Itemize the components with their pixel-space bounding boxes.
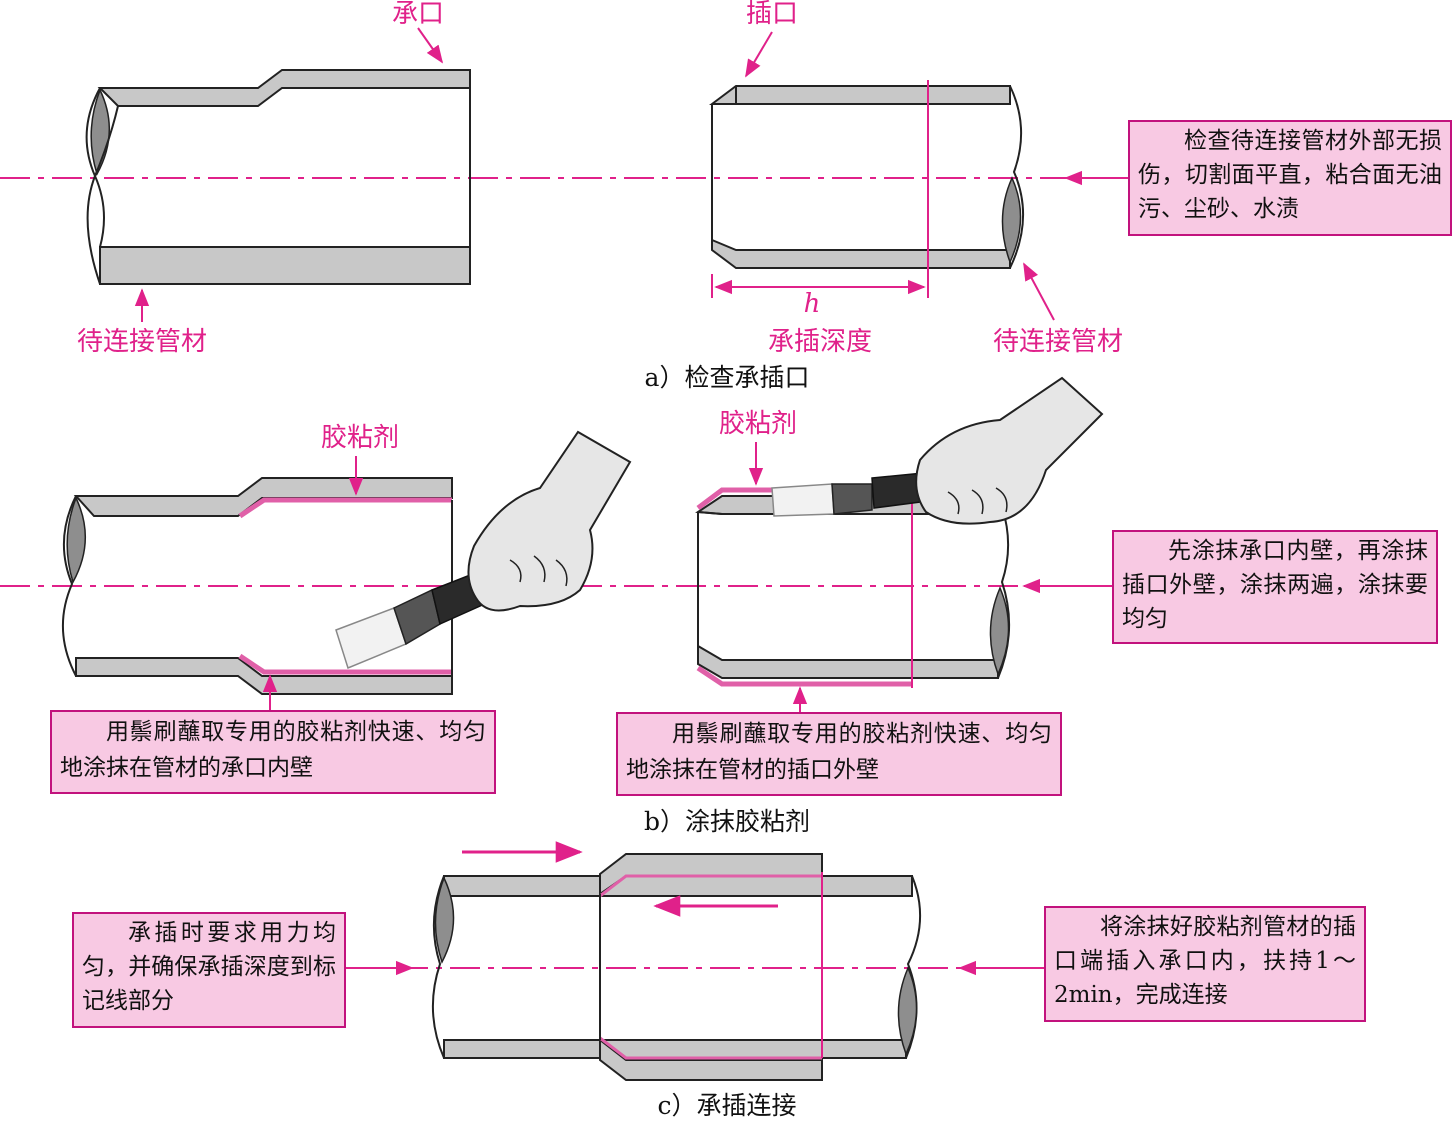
- depth-symbol: h: [804, 289, 821, 319]
- spigot-label: 插口: [746, 0, 798, 29]
- pipe-end-face: [66, 496, 86, 584]
- caption-c: c）承插连接: [657, 1091, 796, 1120]
- brush-hand-left: [335, 430, 632, 670]
- glue-layer: [599, 874, 822, 898]
- spigot-pipe-a: [709, 80, 1025, 298]
- brush-hand-right: [771, 376, 1104, 525]
- depth-label: 承插深度: [768, 327, 872, 357]
- application-order-note-text: 先涂抹承口内壁，再涂抹插口外壁，涂抹两遍，涂抹要均匀: [1122, 538, 1428, 632]
- socket-label: 承口: [392, 0, 444, 29]
- insertion-force-note-text: 承插时要求用力均匀，并确保承插深度到标记线部分: [82, 920, 336, 1014]
- depth-dimension: h 承插深度: [711, 274, 926, 357]
- glue-label-left: 胶粘剂: [321, 423, 399, 453]
- inspection-note-text: 检查待连接管材外部无损伤，切割面平直，粘合面无油污、尘砂、水渍: [1138, 128, 1442, 222]
- glue-layer: [238, 497, 452, 519]
- application-order-note: 先涂抹承口内壁，再涂抹插口外壁，涂抹两遍，涂抹要均匀: [1112, 530, 1438, 644]
- completion-note: 将涂抹好胶粘剂管材的插口端插入承口内，扶持1～2min，完成连接: [1044, 906, 1366, 1022]
- socket-coating-note: 用鬃刷蘸取专用的胶粘剂快速、均匀地涂抹在管材的承口内壁: [50, 710, 496, 794]
- pipe-label-right: 待连接管材: [993, 327, 1123, 357]
- brush-bristles: [771, 483, 835, 517]
- pipe-end-face: [897, 966, 918, 1056]
- socket-pipe-a: [85, 69, 471, 285]
- pipe-end-face: [434, 876, 455, 964]
- panel-b: 胶粘剂 胶粘剂 b）涂抹胶粘剂: [0, 376, 1112, 836]
- panel-a: h 承插深度 承口 插口 待连接管材 待连接管材 a）检查承插口: [0, 0, 1128, 392]
- spigot-coating-note: 用鬃刷蘸取专用的胶粘剂快速、均匀地涂抹在管材的插口外壁: [616, 712, 1062, 796]
- glue-layer: [599, 1036, 822, 1060]
- pipe-end-face: [1001, 176, 1022, 264]
- socket-coating-note-text: 用鬃刷蘸取专用的胶粘剂快速、均匀地涂抹在管材的承口内壁: [60, 719, 486, 781]
- glue-layer: [696, 665, 912, 687]
- insertion-force-note: 承插时要求用力均匀，并确保承插深度到标记线部分: [72, 912, 346, 1028]
- pipe-label-left: 待连接管材: [77, 327, 207, 357]
- pipe-end-face: [989, 586, 1010, 676]
- hand-icon: [467, 430, 632, 612]
- caption-a: a）检查承插口: [645, 363, 810, 392]
- brush-bristles: [335, 607, 407, 670]
- spigot-coating-note-text: 用鬃刷蘸取专用的胶粘剂快速、均匀地涂抹在管材的插口外壁: [626, 721, 1052, 783]
- assembled-pipes: [431, 853, 921, 1081]
- glue-layer: [238, 653, 452, 675]
- completion-note-text: 将涂抹好胶粘剂管材的插口端插入承口内，扶持1～2min，完成连接: [1054, 914, 1356, 1008]
- brush-ferrule: [831, 483, 873, 515]
- inspection-note: 检查待连接管材外部无损伤，切割面平直，粘合面无油污、尘砂、水渍: [1128, 120, 1452, 236]
- hand-icon: [915, 376, 1104, 525]
- panel-c: c）承插连接: [346, 841, 1044, 1120]
- glue-label-right: 胶粘剂: [719, 409, 797, 439]
- caption-b: b）涂抹胶粘剂: [644, 807, 810, 836]
